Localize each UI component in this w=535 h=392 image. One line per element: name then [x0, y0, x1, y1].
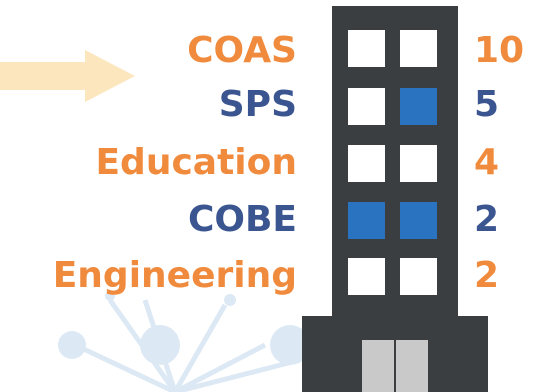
department-label: SPS — [218, 84, 297, 125]
department-label: Engineering — [52, 255, 297, 296]
department-label: COBE — [187, 199, 297, 240]
window-highlighted — [400, 202, 437, 239]
department-count: 2 — [474, 199, 500, 240]
department-count: 10 — [474, 30, 525, 71]
window — [400, 258, 437, 295]
window — [348, 258, 385, 295]
department-count: 2 — [474, 255, 500, 296]
window-highlighted — [348, 202, 385, 239]
department-count: 4 — [474, 142, 500, 183]
department-label: COAS — [187, 30, 297, 71]
building-base — [302, 316, 488, 392]
arrow-icon — [0, 50, 135, 102]
window — [348, 30, 385, 67]
building-door — [362, 340, 428, 392]
window-group — [348, 30, 437, 295]
department-count: 5 — [474, 84, 500, 125]
window — [348, 88, 385, 125]
window — [400, 145, 437, 182]
window-highlighted — [400, 88, 437, 125]
window — [348, 145, 385, 182]
window — [400, 30, 437, 67]
network-burst-decoration — [58, 291, 310, 392]
department-label: Education — [95, 142, 297, 183]
